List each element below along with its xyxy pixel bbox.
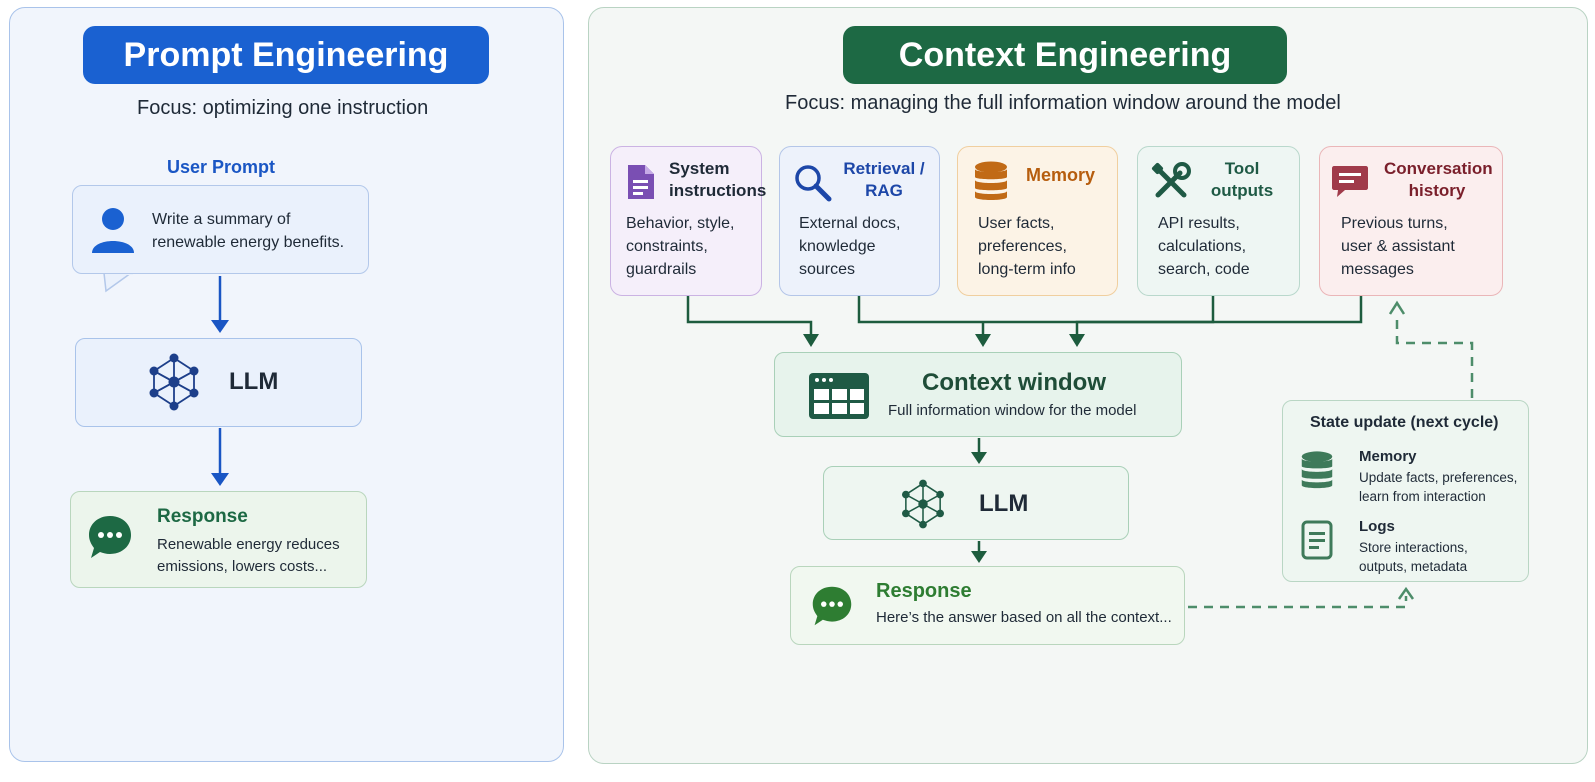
neural-network-icon	[149, 353, 199, 411]
state-logs-title: Logs	[1359, 518, 1395, 535]
chat-bubble-icon	[89, 516, 131, 558]
chat-bubble-icon	[812, 586, 852, 626]
context-window-subtitle: Full information window for the model	[888, 402, 1137, 419]
right-response-title: Response	[876, 580, 972, 602]
window-grid-icon	[809, 373, 869, 419]
state-update-box	[1282, 400, 1529, 582]
left-llm-label: LLM	[229, 368, 279, 395]
card-memory-title: Memory	[1026, 165, 1096, 185]
document-icon	[628, 165, 654, 199]
database-icon	[1301, 451, 1333, 489]
user-prompt-bubble	[72, 185, 369, 274]
state-memory-title: Memory	[1359, 448, 1417, 465]
left-llm-box	[75, 338, 362, 427]
chat-icon	[1332, 166, 1368, 197]
context-engineering-focus: Focus: managing the full information win…	[785, 92, 1341, 114]
context-window-title: Context window	[922, 369, 1106, 396]
right-response-text: Here’s the answer based on all the conte…	[876, 609, 1172, 626]
database-icon	[975, 161, 1007, 200]
prompt-engineering-title: Prompt Engineering	[83, 26, 489, 84]
card-tool-outputs	[1137, 146, 1300, 296]
state-update-title: State update (next cycle)	[1310, 414, 1499, 431]
user-avatar-icon	[92, 208, 134, 253]
left-response-text: Renewable energy reduces emissions, lowe…	[157, 536, 340, 575]
user-prompt-label: User Prompt	[167, 157, 276, 177]
card-tool-text: API results,calculations,search, code	[1158, 215, 1250, 278]
prompt-engineering-focus: Focus: optimizing one instruction	[137, 97, 429, 119]
right-response-box	[790, 566, 1185, 645]
neural-network-icon	[902, 479, 944, 529]
card-system-text: Behavior, style,constraints,guardrails	[626, 215, 735, 278]
card-retrieval-rag	[779, 146, 940, 296]
user-prompt-text: Write a summary of renewable energy bene…	[152, 211, 345, 251]
tools-icon	[1151, 162, 1191, 198]
left-response-title: Response	[157, 506, 248, 527]
state-logs-text: Store interactions,outputs, metadata	[1359, 540, 1468, 574]
right-llm-label: LLM	[979, 490, 1029, 517]
right-llm-box	[823, 466, 1129, 540]
state-memory-text: Update facts, preferences,learn from int…	[1359, 470, 1518, 504]
search-icon	[795, 165, 832, 202]
card-memory-text: User facts,preferences,long-term info	[978, 215, 1076, 278]
log-document-icon	[1301, 520, 1333, 560]
card-retrieval-title: Retrieval /RAG	[843, 159, 925, 200]
context-engineering-title: Context Engineering	[843, 26, 1287, 84]
